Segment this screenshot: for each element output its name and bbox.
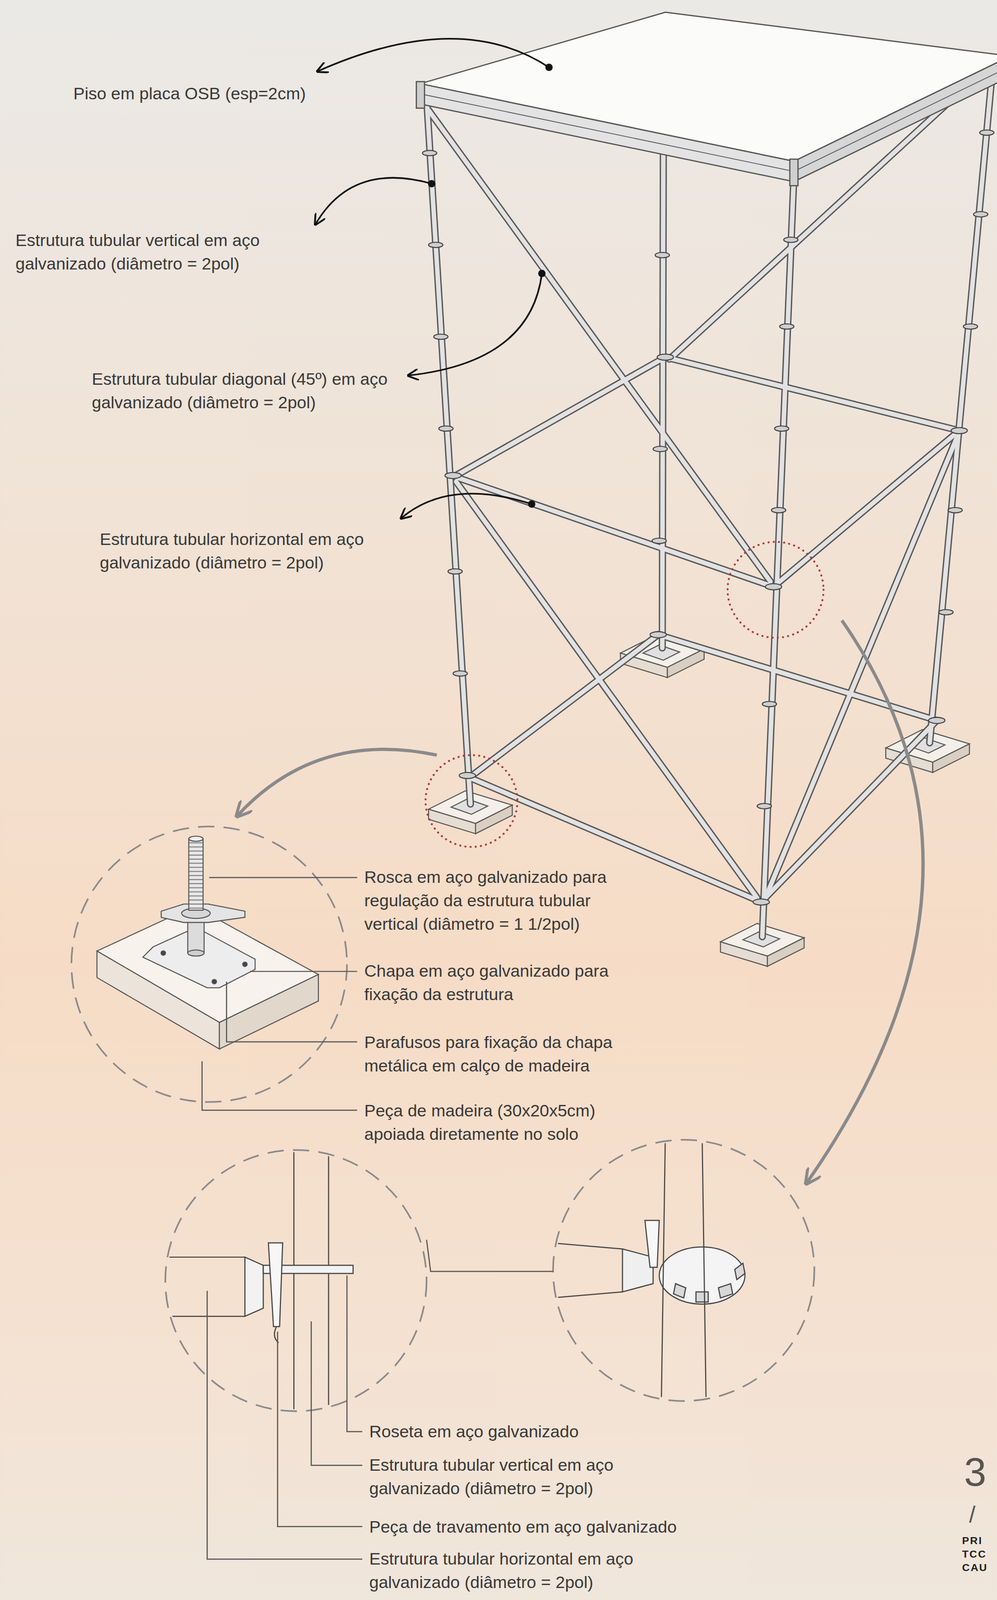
callout-label: Estrutura tubular vertical em aço galvan… <box>15 228 328 276</box>
detail-arrow <box>236 620 923 1184</box>
tube-fill <box>426 76 993 937</box>
callout-label: Peça de madeira (30x20x5cm) apoiada dire… <box>364 1098 644 1146</box>
project-tag: PRI <box>962 1533 983 1547</box>
osb-platform <box>416 12 997 187</box>
callout-label: Piso em placa OSB (esp=2cm) <box>73 81 306 106</box>
callout-dot <box>428 63 553 508</box>
callout-label: Parafusos para fixação da chapa metálica… <box>364 1030 644 1078</box>
callout-label: Rosca em aço galvanizado para regulação … <box>364 865 644 936</box>
joint-section-detail <box>153 1132 427 1429</box>
callout-label: Peça de travamento em aço galvanizado <box>369 1514 677 1539</box>
page-separator: / <box>969 1501 976 1527</box>
callout-label: Estrutura tubular vertical em aço galvan… <box>369 1453 669 1500</box>
foot-detail <box>71 826 347 1102</box>
leader-line <box>202 877 363 1559</box>
callout-label: Roseta em aço galvanizado <box>369 1419 579 1444</box>
callout-label: Estrutura tubular horizontal em aço galv… <box>99 527 415 575</box>
rosettes <box>422 129 995 905</box>
callout-arrow <box>315 38 549 519</box>
tube-outline <box>426 76 993 937</box>
callout-label: Estrutura tubular horizontal em aço galv… <box>369 1546 669 1594</box>
detail-marker <box>425 541 824 847</box>
project-tag: TCC <box>962 1547 987 1561</box>
project-tag: CAU <box>962 1560 989 1574</box>
callout-label: Chapa em aço galvanizado para fixação da… <box>364 959 644 1006</box>
page-number: 3 <box>964 1449 987 1495</box>
joint-perspective-detail <box>426 1132 815 1409</box>
callout-label: Estrutura tubular diagonal (45º) em aço … <box>91 367 407 415</box>
